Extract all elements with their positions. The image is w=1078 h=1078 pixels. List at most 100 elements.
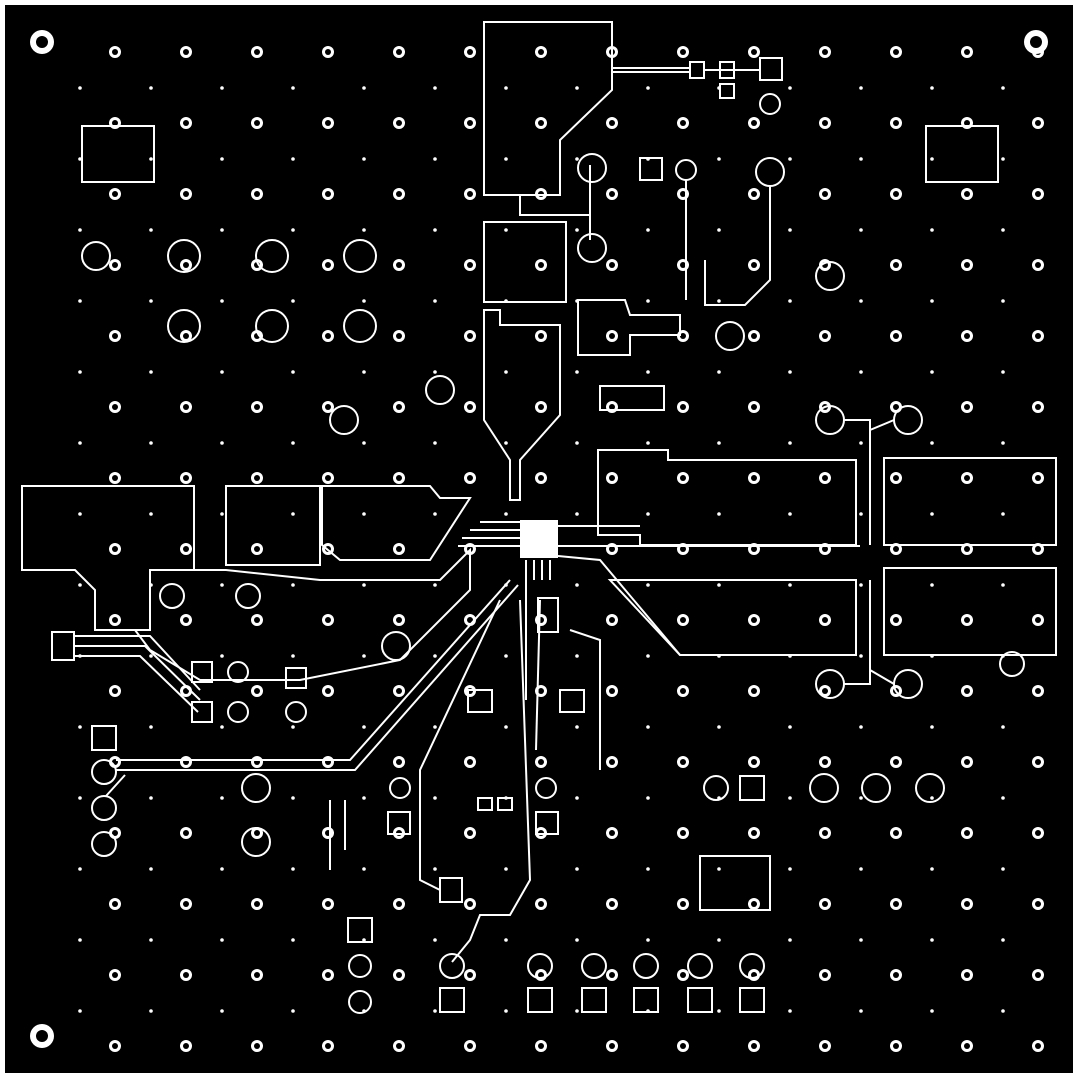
via-hole — [893, 262, 899, 268]
micro-via — [291, 441, 295, 445]
via-hole — [112, 830, 118, 836]
micro-via — [149, 796, 153, 800]
via-hole — [183, 191, 189, 197]
via-hole — [751, 759, 757, 765]
via-hole — [964, 901, 970, 907]
micro-via — [504, 370, 508, 374]
micro-via — [504, 441, 508, 445]
micro-via — [930, 1009, 934, 1013]
via-hole — [680, 262, 686, 268]
micro-via — [859, 86, 863, 90]
via-hole — [964, 1043, 970, 1049]
via-hole — [751, 191, 757, 197]
via-hole — [893, 617, 899, 623]
via-hole — [183, 688, 189, 694]
via-hole — [680, 404, 686, 410]
micro-via — [859, 867, 863, 871]
micro-via — [646, 938, 650, 942]
micro-via — [575, 370, 579, 374]
via-hole — [893, 404, 899, 410]
micro-via — [149, 157, 153, 161]
micro-via — [149, 654, 153, 658]
micro-via — [362, 654, 366, 658]
via-hole — [396, 617, 402, 623]
via-hole — [751, 120, 757, 126]
micro-via — [433, 583, 437, 587]
micro-via — [433, 299, 437, 303]
via-hole — [1035, 830, 1041, 836]
via-hole — [467, 901, 473, 907]
via-hole — [1035, 262, 1041, 268]
micro-via — [291, 228, 295, 232]
micro-via — [646, 441, 650, 445]
via-hole — [325, 972, 331, 978]
bottom-header-row — [347, 917, 765, 1014]
via-hole — [254, 830, 260, 836]
left-pours — [21, 485, 472, 713]
via-hole — [112, 49, 118, 55]
micro-via — [149, 299, 153, 303]
micro-via — [859, 654, 863, 658]
micro-via — [930, 157, 934, 161]
via-hole — [183, 404, 189, 410]
via-hole — [964, 830, 970, 836]
micro-via — [220, 441, 224, 445]
micro-via — [1001, 157, 1005, 161]
via-hole — [751, 49, 757, 55]
micro-via — [291, 370, 295, 374]
via-hole — [1035, 333, 1041, 339]
micro-via — [859, 512, 863, 516]
micro-via — [646, 796, 650, 800]
via-hole — [467, 759, 473, 765]
micro-via — [149, 370, 153, 374]
via-hole — [183, 830, 189, 836]
via-hole — [396, 972, 402, 978]
via-hole — [751, 688, 757, 694]
via-hole — [254, 617, 260, 623]
via-hole — [254, 404, 260, 410]
micro-via — [575, 86, 579, 90]
via-hole — [254, 972, 260, 978]
via-hole — [609, 120, 615, 126]
via-hole — [822, 1043, 828, 1049]
micro-via — [717, 867, 721, 871]
via-hole — [112, 333, 118, 339]
via-hole — [1035, 688, 1041, 694]
micro-via — [78, 1009, 82, 1013]
micro-via — [433, 228, 437, 232]
via-hole — [1035, 191, 1041, 197]
micro-via — [362, 796, 366, 800]
via-hole — [964, 404, 970, 410]
micro-via — [220, 512, 224, 516]
via-hole — [822, 617, 828, 623]
via-hole — [112, 262, 118, 268]
micro-via — [575, 583, 579, 587]
via-hole — [538, 333, 544, 339]
via-hole — [467, 1043, 473, 1049]
via-hole — [822, 120, 828, 126]
micro-via — [859, 299, 863, 303]
micro-via — [930, 441, 934, 445]
via-hole — [112, 191, 118, 197]
micro-via — [788, 512, 792, 516]
via-hole — [680, 120, 686, 126]
micro-via — [433, 512, 437, 516]
micro-via — [149, 1009, 153, 1013]
micro-via — [788, 1009, 792, 1013]
micro-via — [291, 867, 295, 871]
via-hole — [893, 901, 899, 907]
via-hole — [538, 901, 544, 907]
micro-via — [930, 86, 934, 90]
via-hole — [396, 759, 402, 765]
micro-via — [504, 938, 508, 942]
micro-via — [930, 938, 934, 942]
via-hole — [183, 49, 189, 55]
via-hole — [183, 120, 189, 126]
micro-via — [717, 370, 721, 374]
via-hole — [538, 972, 544, 978]
via-hole — [1035, 617, 1041, 623]
via-hole — [1035, 901, 1041, 907]
via-hole — [964, 546, 970, 552]
micro-via — [930, 725, 934, 729]
micro-via — [859, 583, 863, 587]
